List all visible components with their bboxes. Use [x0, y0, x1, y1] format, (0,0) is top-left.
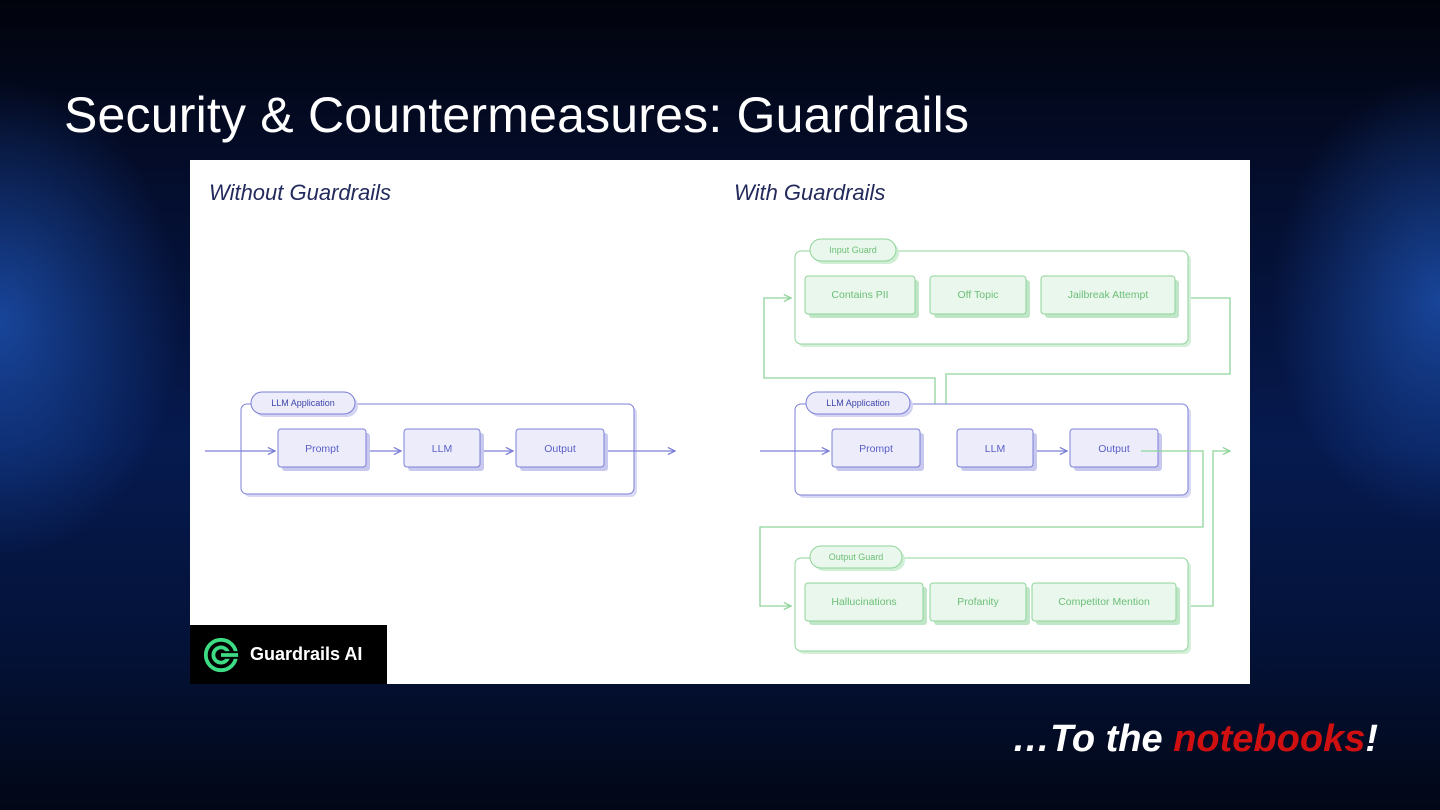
output-guard-exit-connector [1191, 451, 1230, 607]
contains-pii-label: Contains PII [831, 289, 888, 301]
llm-step-label: LLM [985, 443, 1005, 455]
output-step-label: Output [544, 443, 576, 455]
without-llm-application-group: LLM Application Prompt LLM Output [205, 391, 675, 497]
prompt-step-label: Prompt [305, 443, 339, 455]
guardrails-g-icon [203, 637, 239, 672]
logo-text: Guardrails AI [250, 644, 363, 664]
competitor-mention-check [1031, 582, 1177, 622]
llm-step-label: LLM [432, 443, 452, 455]
llm-application-label: LLM Application [826, 398, 890, 408]
with-llm-application-group: LLM Application Prompt LLM Output [760, 391, 1191, 498]
jailbreak-attempt-label: Jailbreak Attempt [1068, 289, 1149, 301]
guardrails-ai-logo: Guardrails AI [190, 625, 387, 684]
output-guard-group: Output Guard Hallucinations Profanity Co… [794, 545, 1191, 654]
slide-title: Security & Countermeasures: Guardrails [64, 87, 970, 143]
llm-step [956, 428, 1034, 468]
hallucinations-check [804, 582, 924, 622]
prompt-step-label: Prompt [859, 443, 893, 455]
profanity-label: Profanity [957, 596, 999, 608]
profanity-check [929, 582, 1027, 622]
footer-suffix: ! [1365, 718, 1378, 760]
input-guard-group: Input Guard Contains PII Off Topic Jailb… [794, 238, 1191, 347]
output-guard-pill [809, 545, 903, 569]
off-topic-label: Off Topic [957, 289, 998, 301]
output-step [515, 428, 605, 468]
off-topic-check [929, 275, 1027, 315]
llm-step [403, 428, 481, 468]
output-step [1069, 428, 1159, 468]
competitor-mention-label: Competitor Mention [1058, 596, 1150, 608]
input-guard-to-llm-connector [946, 297, 1231, 448]
output-to-output-guard-connector [759, 450, 1204, 606]
contains-pii-check [804, 275, 916, 315]
llm-application-pill [250, 391, 356, 415]
jailbreak-attempt-check [1040, 275, 1176, 315]
footer-highlight: notebooks [1173, 718, 1366, 760]
prompt-step [277, 428, 367, 468]
output-step-label: Output [1098, 443, 1130, 455]
llm-application-label: LLM Application [271, 398, 335, 408]
output-guard-label: Output Guard [829, 552, 884, 562]
footer-callout: …To the notebooks! [1012, 718, 1378, 761]
hallucinations-label: Hallucinations [831, 596, 896, 608]
with-guardrails-heading: With Guardrails [734, 180, 885, 205]
without-guardrails-heading: Without Guardrails [209, 180, 391, 205]
prompt-step [831, 428, 921, 468]
llm-application-pill [805, 391, 911, 415]
footer-prefix: …To the [1012, 718, 1174, 760]
input-guard-label: Input Guard [829, 245, 877, 255]
guardrails-diagram-figure: Without Guardrails LLM Application Promp… [190, 160, 1250, 684]
input-guard-pill [809, 238, 897, 262]
guardrails-diagram: Without Guardrails LLM Application Promp… [205, 180, 1250, 654]
